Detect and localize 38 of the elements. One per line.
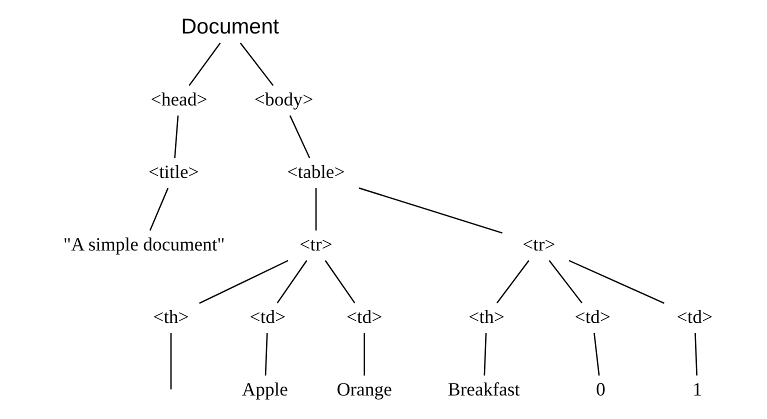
connector bbox=[149, 188, 169, 231]
node-text: <tr> bbox=[522, 234, 556, 256]
node-text: <title> bbox=[148, 162, 199, 184]
node-text: 0 bbox=[596, 380, 606, 401]
node-text: <td> bbox=[676, 307, 713, 328]
connector bbox=[484, 333, 487, 376]
node-text: <td> bbox=[346, 307, 382, 328]
node-text: <th> bbox=[468, 307, 504, 328]
connector bbox=[594, 333, 600, 376]
node-text: Document bbox=[181, 14, 280, 38]
node-text: 1 bbox=[692, 380, 702, 401]
connector bbox=[170, 333, 172, 390]
node-text: "A simple document" bbox=[63, 234, 225, 256]
node-text: <td> bbox=[574, 307, 611, 328]
connector bbox=[199, 260, 288, 304]
connector bbox=[548, 260, 582, 304]
connector bbox=[324, 260, 356, 304]
connector bbox=[568, 260, 664, 304]
connector bbox=[264, 333, 268, 376]
connector bbox=[358, 187, 503, 234]
connector bbox=[496, 260, 530, 304]
connector bbox=[276, 260, 308, 304]
node-text: <head> bbox=[150, 90, 208, 111]
node-text: <body> bbox=[254, 90, 314, 111]
node-text: Breakfast bbox=[448, 380, 520, 401]
connector bbox=[289, 115, 310, 158]
node-text: <th> bbox=[153, 307, 189, 328]
connector bbox=[694, 333, 698, 376]
node-text: <td> bbox=[250, 307, 286, 328]
connector bbox=[188, 42, 221, 86]
node-text: Apple bbox=[242, 380, 288, 401]
connector bbox=[240, 42, 274, 86]
node-text: Orange bbox=[336, 380, 392, 401]
node-text: <table> bbox=[287, 162, 345, 184]
connector bbox=[364, 333, 366, 376]
connector bbox=[315, 188, 317, 231]
connector bbox=[174, 116, 179, 158]
node-text: <tr> bbox=[300, 234, 332, 256]
